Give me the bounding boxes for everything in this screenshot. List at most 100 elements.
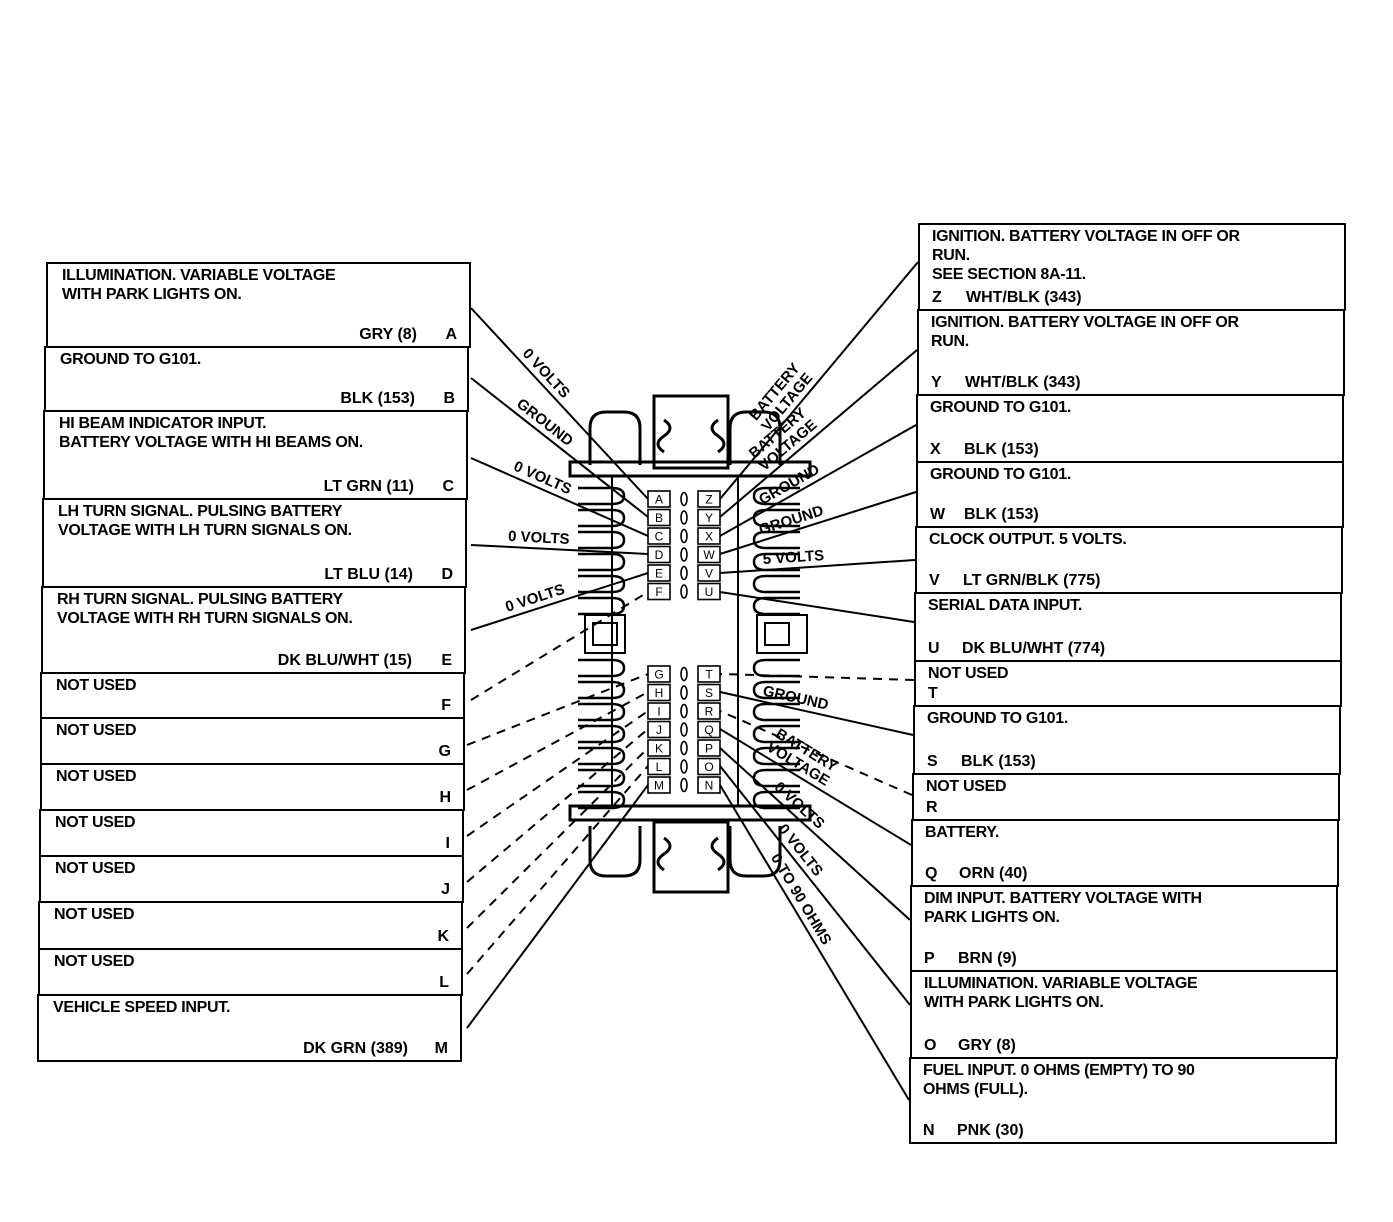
leader-line-j: [466, 728, 649, 883]
leader-line-n: [719, 784, 910, 1101]
pin-description: DIM INPUT. BATTERY VOLTAGE WITH PARK LIG…: [924, 890, 1202, 926]
side-clip: [756, 614, 808, 654]
leader-line-i: [466, 710, 649, 837]
leader-line-k: [466, 747, 649, 929]
terminal-slot: [680, 584, 688, 599]
retainer-coil: [752, 702, 800, 722]
signal-label: 0 VOLTS: [511, 458, 574, 498]
retainer-coil: [578, 724, 626, 744]
terminal-letter: N: [705, 779, 714, 793]
side-clip: [584, 614, 626, 654]
terminal-slot: [680, 547, 688, 562]
pin-description: NOT USED: [55, 860, 136, 877]
signal-label: 0 VOLTS: [503, 581, 567, 616]
pin-letter: Z: [932, 289, 942, 306]
pin-box-t: NOT USED T: [914, 660, 1342, 707]
terminal-cell: [647, 720, 671, 739]
leader-line-v: [719, 559, 916, 574]
pin-box-c: HI BEAM INDICATOR INPUT. BATTERY VOLTAGE…: [43, 410, 468, 500]
pin-description: ILLUMINATION. VARIABLE VOLTAGE WITH PARK…: [62, 267, 336, 303]
terminal-letter: F: [655, 585, 662, 599]
pin-box-p: DIM INPUT. BATTERY VOLTAGE WITH PARK LIG…: [910, 885, 1338, 972]
pin-box-a: ILLUMINATION. VARIABLE VOLTAGE WITH PARK…: [46, 262, 471, 348]
terminal-letter: C: [655, 530, 664, 544]
pin-letter: T: [928, 685, 938, 702]
retainer-coil: [578, 702, 626, 722]
terminal-slot: [680, 759, 688, 774]
terminal-letter: L: [656, 760, 663, 774]
leader-line-p: [719, 747, 911, 921]
leader-line-e: [470, 572, 649, 631]
pin-letter: Y: [931, 374, 942, 391]
leader-line-g: [466, 673, 649, 746]
retainer-coil: [752, 724, 800, 744]
terminal-letter: G: [654, 668, 663, 682]
pin-description: NOT USED: [54, 953, 135, 970]
terminal-cell: [647, 739, 671, 757]
leader-line-l: [466, 765, 649, 975]
signal-label: 0 VOLTS: [508, 528, 570, 548]
leader-line-c: [470, 457, 649, 537]
retainer-coil: [752, 658, 800, 678]
pin-description: GROUND TO G101.: [927, 710, 1069, 727]
leader-line-h: [466, 691, 649, 791]
pin-description: NOT USED: [56, 722, 137, 739]
wire-color: DK BLU/WHT (15): [277, 652, 412, 669]
leader-lines: [466, 261, 919, 1101]
terminal-letter: J: [656, 723, 662, 737]
pin-description: NOT USED: [928, 665, 1009, 682]
pin-letter: E: [441, 652, 452, 669]
leader-line-s: [719, 691, 914, 736]
leader-line-f: [470, 591, 649, 701]
leader-line-y: [719, 349, 918, 518]
terminal-letter: H: [655, 686, 664, 700]
pin-description: IGNITION. BATTERY VOLTAGE IN OFF OR RUN.: [931, 314, 1239, 350]
pin-description: NOT USED: [55, 814, 136, 831]
pin-letter: N: [923, 1122, 935, 1139]
leader-line-z: [719, 261, 919, 500]
terminal-letter: M: [654, 779, 664, 793]
latch-tab: [588, 410, 642, 465]
pin-description: NOT USED: [54, 906, 135, 923]
pin-box-n: FUEL INPUT. 0 OHMS (EMPTY) TO 90 OHMS (F…: [909, 1057, 1337, 1144]
leader-line-w: [719, 491, 917, 555]
leader-line-t: [719, 673, 915, 681]
terminal-letter: R: [705, 705, 714, 719]
leader-line-q: [719, 728, 912, 846]
terminal-letter: E: [655, 567, 663, 581]
terminal-slot: [680, 740, 688, 756]
wire-color: BLK (153): [961, 753, 1036, 770]
terminal-slot: [680, 510, 688, 525]
terminal-cell: [647, 702, 671, 720]
key-spring: [656, 418, 726, 454]
pin-letter: R: [926, 799, 938, 816]
terminal-cell: [697, 582, 721, 601]
retainer-coil: [578, 658, 626, 678]
retainer-coil: [578, 486, 626, 506]
terminal-letter: S: [705, 686, 713, 700]
pin-box-m: VEHICLE SPEED INPUT.DK GRN (389)M: [37, 994, 462, 1062]
pin-letter: D: [441, 566, 453, 583]
leader-line-u: [719, 591, 915, 623]
wire-color: GRY (8): [359, 326, 417, 343]
pin-box-o: ILLUMINATION. VARIABLE VOLTAGE WITH PARK…: [910, 970, 1338, 1059]
pin-description: GROUND TO G101.: [930, 399, 1072, 416]
key-block: [652, 394, 730, 470]
pin-description: NOT USED: [56, 677, 137, 694]
terminal-letter: V: [705, 567, 713, 581]
pin-letter: M: [434, 1040, 448, 1057]
wire-color: LT GRN (11): [323, 478, 414, 495]
leader-line-x: [719, 424, 917, 537]
